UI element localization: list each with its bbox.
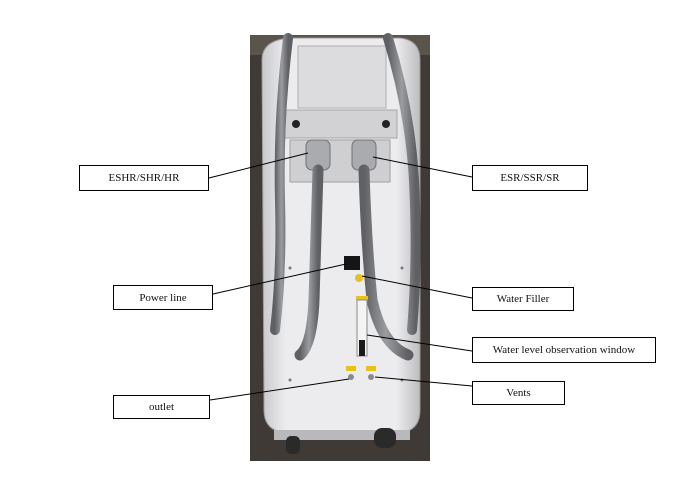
label-handpiece-left: ESHR/SHR/HR: [79, 165, 209, 191]
wheel-icon: [374, 428, 396, 448]
wheel-icon: [286, 436, 300, 454]
leader-line-vents: [374, 376, 473, 387]
leader-line-handpiece-left: [208, 152, 309, 179]
label-vents: Vents: [472, 381, 565, 405]
leader-line-water-window: [366, 334, 473, 352]
label-water-filler: Water Filler: [472, 287, 574, 311]
water-filler-cap: [355, 274, 363, 282]
label-outlet: outlet: [113, 395, 210, 419]
leader-line-water-filler: [361, 275, 473, 299]
screw-icon: [382, 120, 390, 128]
outlet-port: [348, 374, 354, 380]
leader-line-power-line: [212, 263, 347, 295]
leader-line-outlet: [209, 378, 350, 401]
label-water-window: Water level observation window: [472, 337, 656, 363]
leader-line-handpiece-right: [372, 156, 473, 178]
vents-port: [368, 374, 374, 380]
power-socket: [344, 256, 360, 270]
screw-icon: [292, 120, 300, 128]
label-power-line: Power line: [113, 285, 213, 310]
label-handpiece-right: ESR/SSR/SR: [472, 165, 588, 191]
